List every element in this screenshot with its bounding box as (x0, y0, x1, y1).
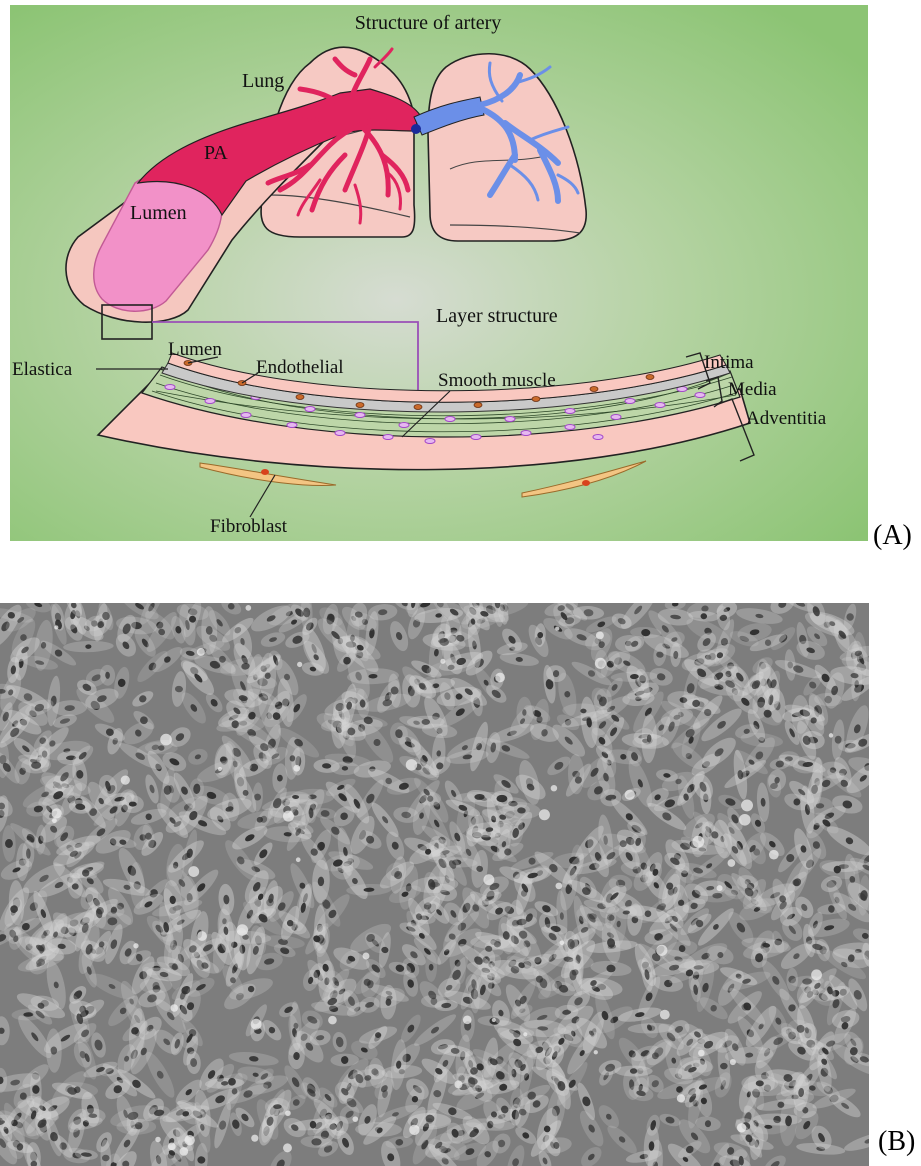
panel-label-a: (A) (873, 520, 912, 552)
label-lung: Lung (242, 70, 284, 92)
diagram-title: Structure of artery (355, 12, 502, 34)
label-adventitia: Adventitia (746, 408, 827, 429)
label-lumen-vessel: Lumen (130, 202, 187, 224)
label-elastica: Elastica (12, 359, 73, 380)
valve-node (411, 124, 421, 134)
label-fibroblast: Fibroblast (210, 516, 288, 537)
artery-structure-diagram: Structure of artery (10, 5, 868, 541)
label-pa: PA (204, 142, 228, 164)
cell-culture-micrograph (0, 603, 869, 1166)
label-media: Media (728, 379, 777, 400)
label-layer-structure: Layer structure (436, 305, 558, 327)
label-lumen-layer: Lumen (168, 339, 222, 360)
panel-label-b: (B) (878, 1126, 915, 1158)
label-intima: Intima (704, 352, 754, 373)
label-endothelial: Endothelial (256, 357, 344, 378)
label-smooth-muscle: Smooth muscle (438, 370, 556, 391)
